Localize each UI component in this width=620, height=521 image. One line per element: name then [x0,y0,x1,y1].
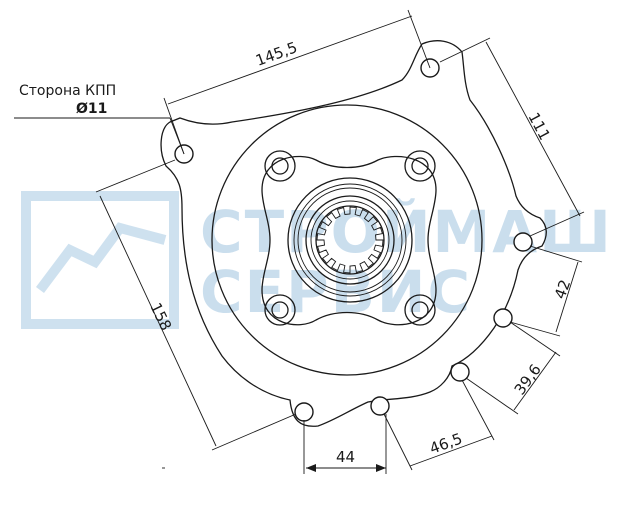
spline-teeth [316,206,384,274]
dimension-bottom-right: 46,5 [383,379,495,471]
dimension-right-bottom: 39,6 [465,321,561,415]
dim-bottom-right-text: 46,5 [427,429,465,457]
mounting-holes [174,58,533,422]
dim-right-lower-text: 42 [551,277,574,301]
dimension-bottom-left: 44 [303,414,387,474]
dim-bottom-left-text: 44 [336,448,355,466]
dimension-right-lower: 42 [509,245,583,337]
flange-outline [160,40,547,427]
bolt-pad [261,155,437,326]
dimension-top: 145,5 [163,9,431,155]
inner-ring [211,104,483,376]
watermark-line1: СТРОЙМАШ [200,197,613,266]
pad-bolt-holes [264,150,436,326]
dim-right-bottom-text: 39,6 [511,361,545,399]
side-note-label: Сторона КПП [19,83,116,99]
side-note: Сторона КПП Ø11 [14,83,185,155]
side-note-diameter: Ø11 [76,101,107,117]
central-hub [287,177,413,303]
dim-right-text: 111 [524,109,553,143]
watermark-line2: СЕРВИС [200,258,472,326]
